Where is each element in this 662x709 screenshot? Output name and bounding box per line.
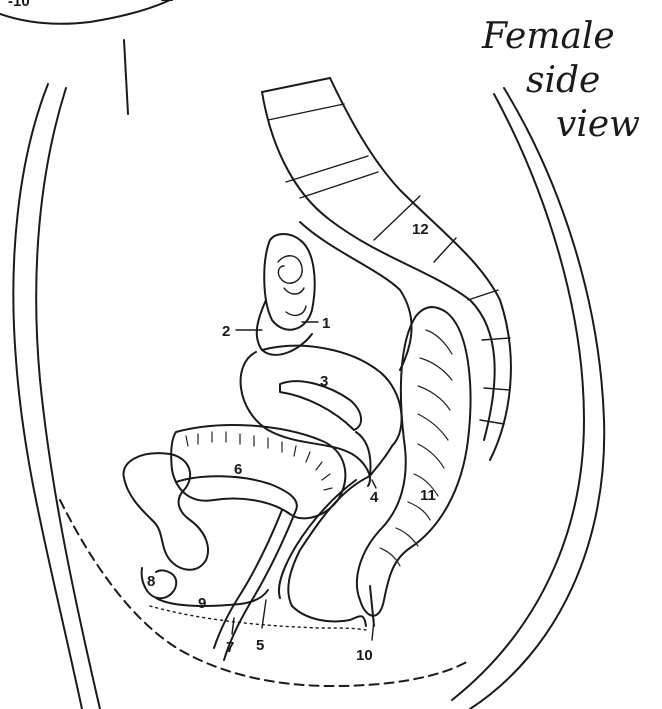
title-line-view: view [556,104,640,145]
vertebra-line-2 [286,156,368,182]
vertebra-line-8 [484,388,510,390]
bladder-inner-fold [176,476,297,510]
label-5: 5 [256,637,264,654]
body-wall-front-outer [13,84,82,709]
ovary-outline [264,234,314,330]
body-wall-front-inner [36,88,100,709]
label-12: 12 [412,221,429,238]
cropped-label: -10 [8,0,30,10]
label-3: 3 [320,373,328,390]
leader-line-5 [262,600,266,628]
vertebra-line-7 [482,338,510,340]
label-7: 7 [226,639,234,656]
label-2: 2 [222,323,230,340]
label-11: 11 [420,487,436,504]
rectum-outer [357,307,471,616]
vertebra-line-1 [268,104,344,120]
sacrum-front-edge [262,92,495,440]
title-line-side: side [526,60,600,101]
label-9: 9 [198,595,206,612]
vertebra-line-9 [480,420,504,424]
label-10: 10 [356,647,373,664]
perineum [292,606,366,626]
uterus-upper [262,346,402,446]
label-4: 4 [370,489,379,506]
leader-line-4 [372,480,376,488]
perineal-dotted-line [150,606,366,630]
bladder-outer [171,425,345,518]
uterus-outer [241,352,370,486]
leader-line-7 [232,618,234,634]
leader-line-10 [372,620,374,640]
label-8: 8 [147,573,155,590]
pubic-symphysis [123,453,208,570]
vertebra-line-6 [468,290,498,300]
title-line-female: Female [481,16,615,57]
sacrum-back-edge [330,78,511,460]
upper-line-a [124,40,128,114]
cervix [356,432,392,476]
urethra-b [214,510,282,648]
label-1: 1 [322,315,330,332]
label-6: 6 [234,461,242,478]
vertebra-line-3 [300,172,378,198]
vagina-anterior [279,480,356,598]
body-wall-back-inner [452,94,584,700]
ovary-follicles [278,256,306,316]
vertebra-line-5 [434,238,456,262]
sacrum-top [262,78,330,92]
